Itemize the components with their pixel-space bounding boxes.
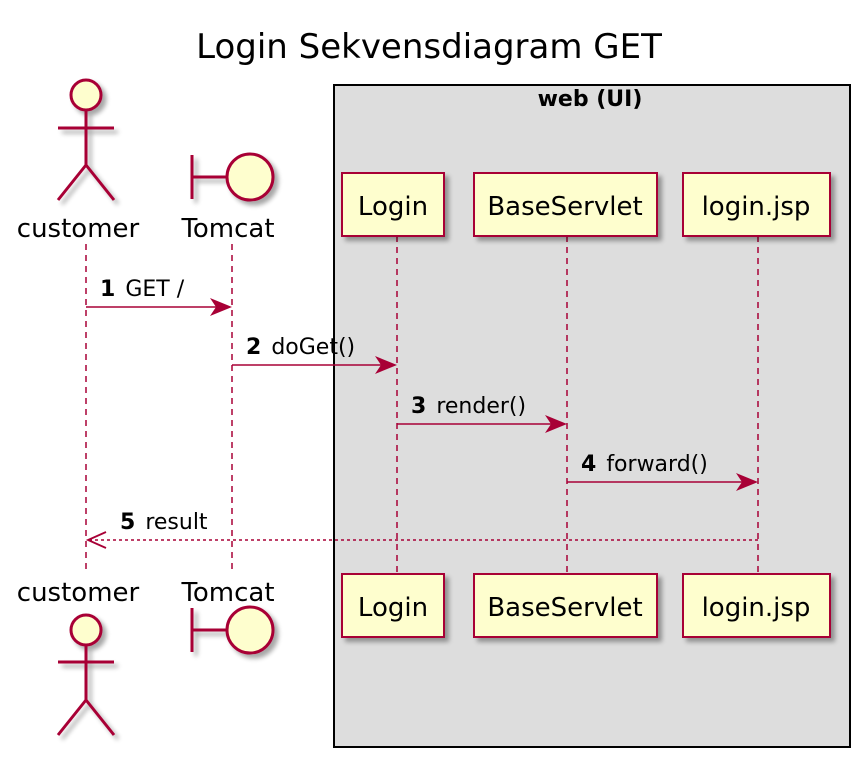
svg-text:1 GET /: 1 GET / <box>100 277 185 302</box>
participant-label-customer-bottom: customer <box>17 578 140 608</box>
message-2-label: doGet() <box>271 335 355 360</box>
svg-text:2 doGet(): 2 doGet() <box>246 335 355 360</box>
tomcat-boundary-icon <box>190 152 275 202</box>
web-ui-box-title: web (UI) <box>538 87 643 112</box>
message-3: 3 render() <box>397 394 567 433</box>
message-3-label: render() <box>436 394 526 419</box>
participant-label-login-top: Login <box>358 192 428 222</box>
message-4-label: forward() <box>606 452 708 477</box>
message-1: 1 GET / <box>86 277 232 316</box>
message-5-label: result <box>145 510 208 535</box>
message-5-number: 5 <box>120 510 135 535</box>
messages: 1 GET / 2 doGet() 3 render() <box>85 277 758 549</box>
participant-label-tomcat-bottom: Tomcat <box>180 578 274 608</box>
participant-label-loginjsp-bottom: login.jsp <box>702 593 811 623</box>
participant-loginjsp-bottom: login.jsp <box>682 573 831 638</box>
message-2: 2 doGet() <box>232 335 397 374</box>
svg-text:3 render(): 3 render() <box>411 394 526 419</box>
message-4: 4 forward() <box>567 452 758 491</box>
participant-loginjsp-top: login.jsp <box>682 172 831 237</box>
participants-top: customer Tomcat Login BaseServlet login.… <box>17 78 831 244</box>
message-1-number: 1 <box>100 277 115 302</box>
customer-actor-icon <box>56 78 116 201</box>
svg-text:5 result: 5 result <box>120 510 208 535</box>
message-1-label: GET / <box>125 277 184 302</box>
diagram-title: Login Sekvensdiagram GET <box>196 27 662 67</box>
message-2-number: 2 <box>246 335 261 360</box>
message-3-number: 3 <box>411 394 426 419</box>
participant-label-tomcat-top: Tomcat <box>180 214 274 244</box>
message-4-number: 4 <box>581 452 596 477</box>
customer-actor-icon-bottom <box>56 613 116 736</box>
participant-login-top: Login <box>341 172 445 237</box>
message-5: 5 result <box>85 510 758 549</box>
participant-label-customer-top: customer <box>17 214 140 244</box>
participant-login-bottom: Login <box>341 573 445 638</box>
participant-baseservlet-top: BaseServlet <box>473 172 658 237</box>
participant-label-loginjsp-top: login.jsp <box>702 192 811 222</box>
participant-label-baseservlet-bottom: BaseServlet <box>487 593 642 623</box>
svg-text:4 forward(): 4 forward() <box>581 452 708 477</box>
participants-bottom: customer Tomcat Login BaseServlet login.… <box>17 573 831 736</box>
participant-label-baseservlet-top: BaseServlet <box>487 192 642 222</box>
lifelines <box>85 236 759 574</box>
participant-baseservlet-bottom: BaseServlet <box>473 573 658 638</box>
tomcat-boundary-icon-bottom <box>190 605 275 655</box>
participant-label-login-bottom: Login <box>358 593 428 623</box>
